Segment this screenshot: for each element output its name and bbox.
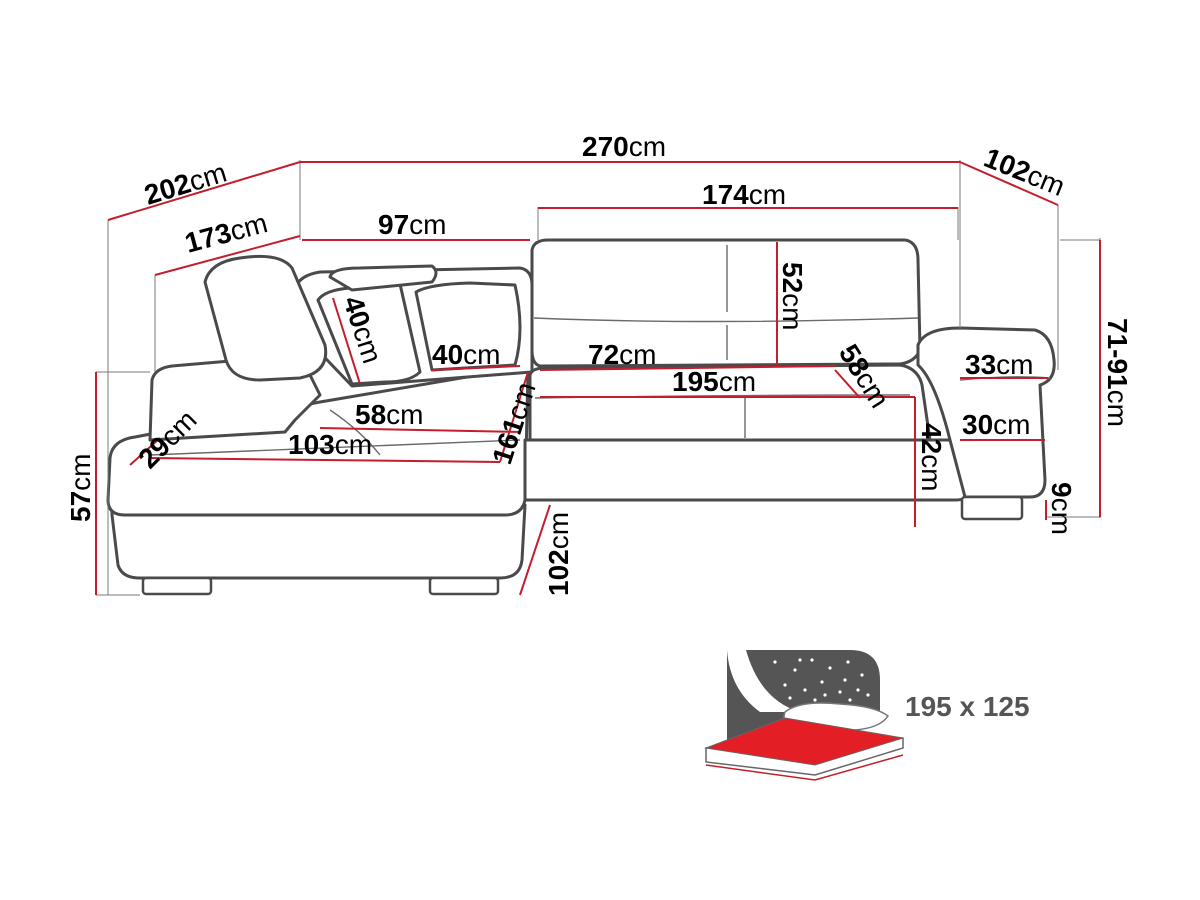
back-seam-horizontal bbox=[533, 317, 919, 323]
leg-front-mid bbox=[428, 576, 500, 596]
bed-dimension-arrow bbox=[705, 754, 904, 781]
bed-mattress bbox=[704, 717, 904, 766]
star-icon bbox=[823, 693, 827, 697]
bed-size-label: 195 x 125 bbox=[905, 691, 1030, 722]
star-icon bbox=[838, 690, 842, 694]
headrest-cushion bbox=[203, 254, 328, 382]
label-leg-height: 9cm bbox=[1046, 482, 1077, 535]
star-icon bbox=[843, 678, 847, 682]
star-icon bbox=[846, 660, 850, 664]
bed-icon: 195 x 125 bbox=[704, 650, 1030, 781]
star-icon bbox=[856, 688, 860, 692]
star-icon bbox=[788, 696, 792, 700]
moon-icon bbox=[727, 650, 800, 712]
chaise-seat bbox=[106, 366, 530, 517]
bed-night-sky bbox=[727, 650, 880, 745]
label-chaise-seat-width: 103cm bbox=[288, 429, 372, 460]
dimension-lines bbox=[95, 160, 1101, 596]
label-chaise-seat-depth: 58cm bbox=[355, 399, 423, 430]
label-right-arm-depth: 102cm bbox=[980, 142, 1070, 202]
chaise-base bbox=[110, 503, 527, 580]
sofa-outline bbox=[106, 238, 1056, 580]
leg-right bbox=[960, 495, 1024, 521]
star-icon bbox=[828, 666, 832, 670]
star-icon bbox=[860, 673, 864, 677]
label-corner-depth: 202cm bbox=[141, 157, 230, 211]
star-icon bbox=[798, 658, 802, 662]
star-icon bbox=[793, 668, 797, 672]
star-icon bbox=[820, 680, 824, 684]
label-chaise-side-depth: 102cm bbox=[543, 512, 574, 596]
label-back-height: 52cm bbox=[777, 262, 808, 330]
label-bed-length: 195cm bbox=[672, 366, 756, 397]
label-seat-height-left: 57cm bbox=[65, 454, 96, 522]
star-icon bbox=[783, 683, 787, 687]
pillow-left bbox=[316, 282, 422, 386]
star-icon bbox=[773, 660, 777, 664]
star-icon bbox=[866, 693, 870, 697]
leg-front-left bbox=[141, 576, 213, 596]
label-seat-height: 42cm bbox=[916, 423, 947, 491]
label-seat-depth-right: 72cm bbox=[588, 339, 656, 370]
star-icon bbox=[803, 688, 807, 692]
label-pillow-width: 40cm bbox=[432, 339, 500, 370]
label-left-back-width: 97cm bbox=[378, 209, 446, 240]
label-right-back-width: 174cm bbox=[702, 179, 786, 210]
label-total-height: 71-91cm bbox=[1102, 318, 1133, 427]
star-icon bbox=[813, 698, 817, 702]
corner-top-cushion bbox=[328, 264, 438, 292]
sofa-legs bbox=[141, 495, 1024, 596]
label-armrest-height: 30cm bbox=[962, 409, 1030, 440]
star-icon bbox=[848, 698, 852, 702]
label-total-width: 270cm bbox=[582, 131, 666, 162]
label-armrest-width: 33cm bbox=[965, 349, 1033, 380]
pillow-right bbox=[414, 281, 522, 372]
chaise-seam bbox=[149, 439, 521, 456]
chaise-divider bbox=[329, 409, 381, 456]
main-base bbox=[523, 438, 970, 502]
star-icon bbox=[810, 658, 814, 662]
label-inner-corner-depth: 173cm bbox=[182, 207, 271, 259]
